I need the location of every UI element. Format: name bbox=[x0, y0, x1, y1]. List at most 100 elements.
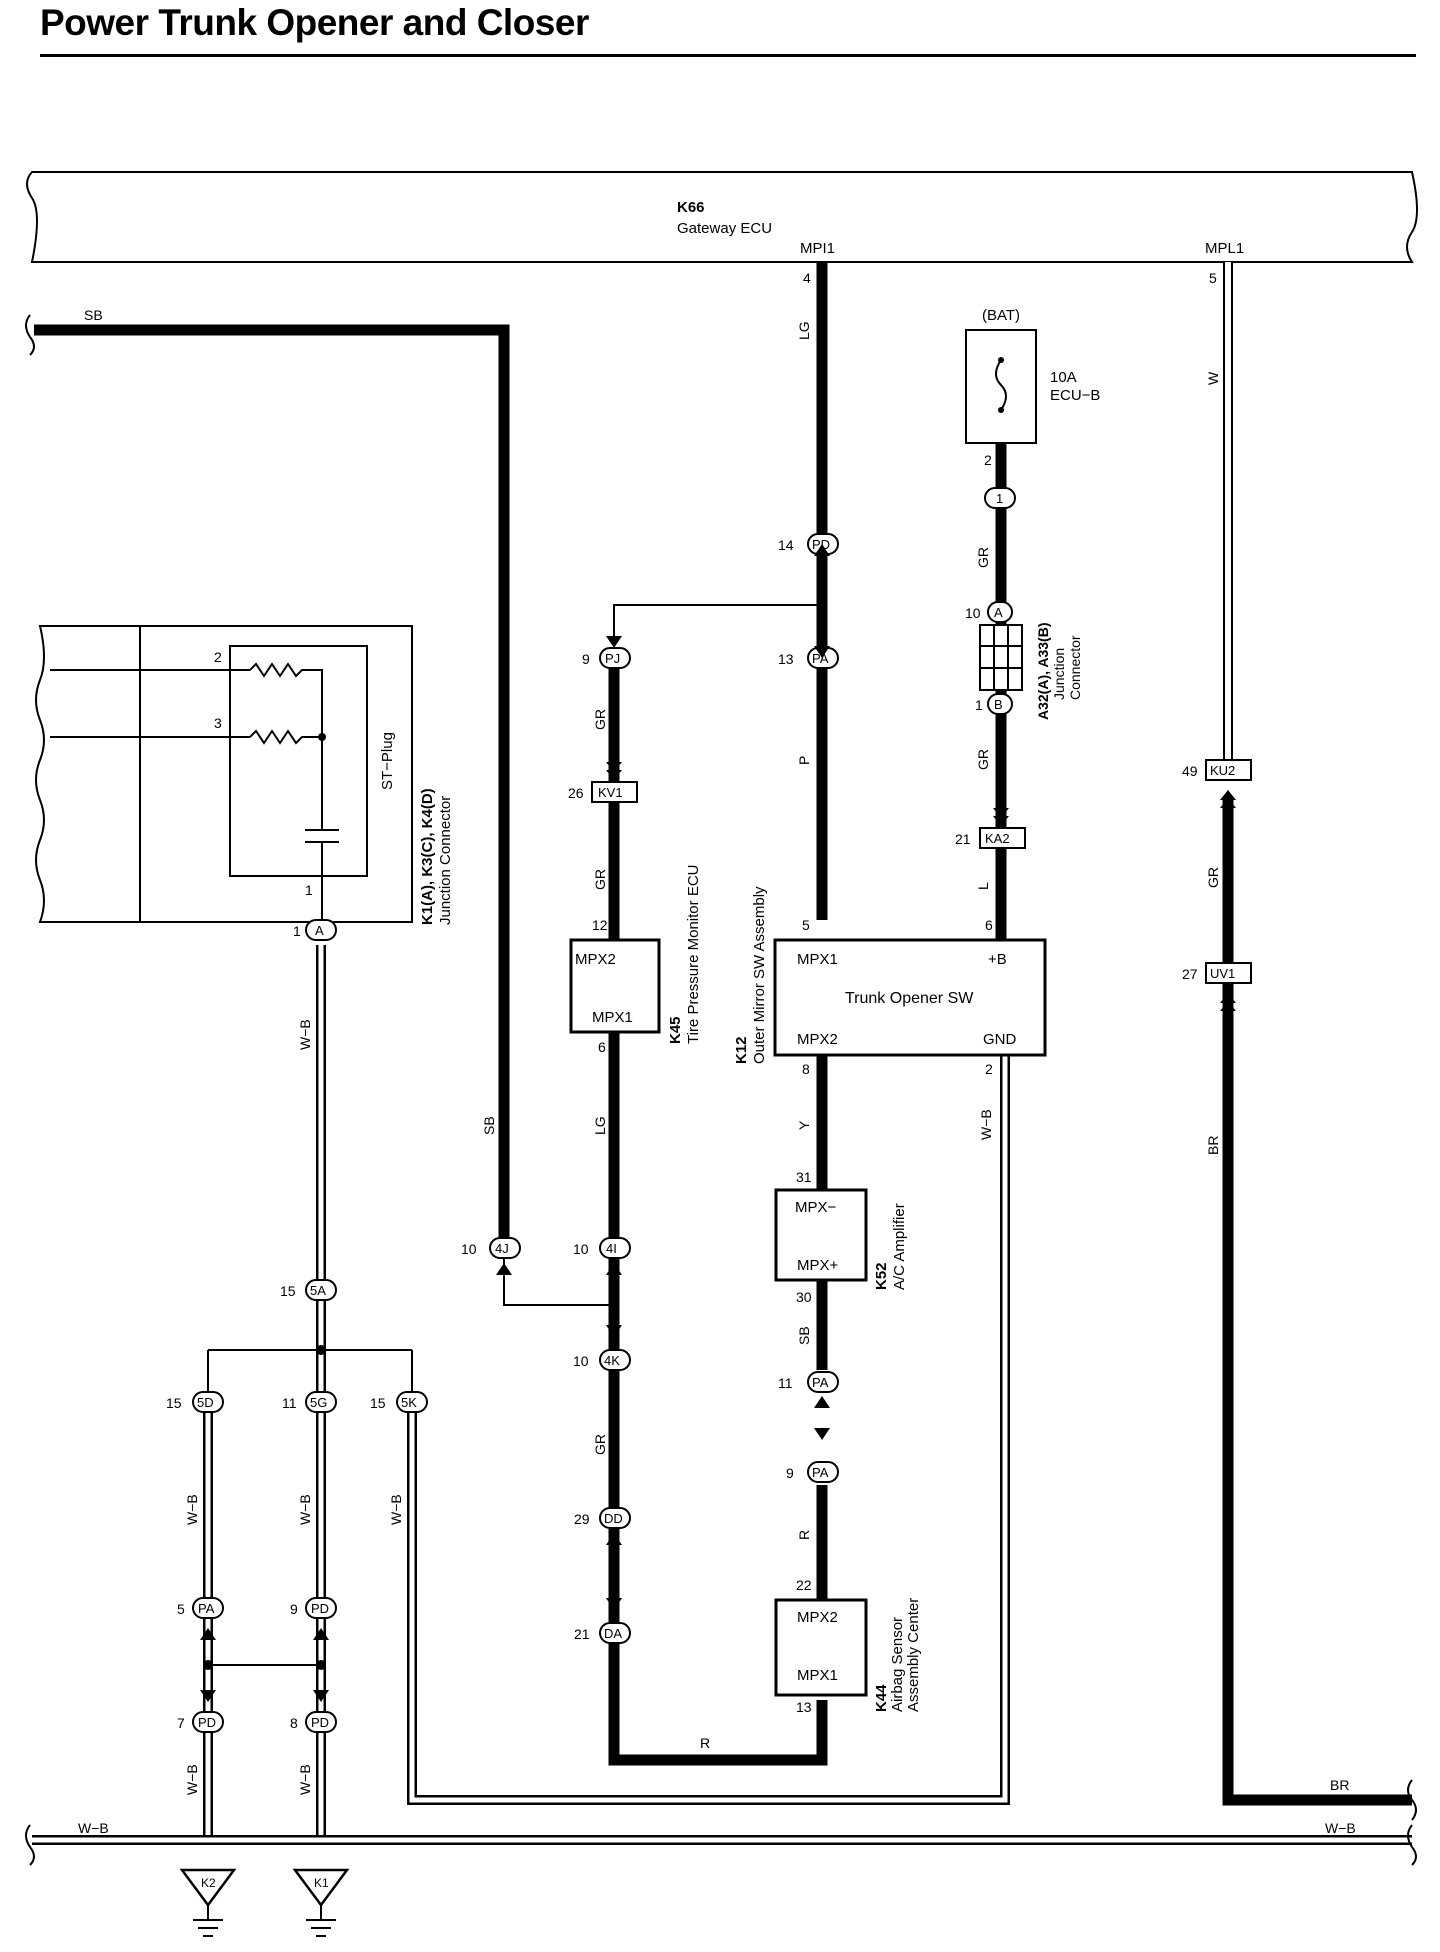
k44-pin-mpx2: MPX2 bbox=[797, 1609, 838, 1626]
junction-k1-name: Junction Connector bbox=[437, 796, 454, 925]
wire-label: W−B bbox=[78, 1820, 109, 1836]
ground-symbols bbox=[179, 1868, 350, 1937]
conn-pj: PJ bbox=[605, 651, 620, 666]
wire-label: GR bbox=[592, 869, 608, 890]
pin-label: 22 bbox=[796, 1577, 812, 1593]
pin-label: 14 bbox=[778, 537, 794, 553]
wire-label: SB bbox=[84, 307, 103, 323]
k44-name-line2: Assembly Center bbox=[905, 1598, 922, 1712]
fuse-source: (BAT) bbox=[982, 307, 1020, 324]
wire-label: SB bbox=[796, 1326, 812, 1345]
conn-pa: PA bbox=[812, 1375, 829, 1390]
pin-label: 11 bbox=[282, 1395, 297, 1411]
pin-label: 10 bbox=[965, 605, 981, 621]
pin-label: 31 bbox=[796, 1169, 812, 1185]
pin-label: 15 bbox=[370, 1395, 386, 1411]
pin-label: 8 bbox=[802, 1061, 810, 1077]
pin-label: 49 bbox=[1182, 763, 1198, 779]
conn-b: B bbox=[994, 697, 1003, 712]
wire-label: W−B bbox=[184, 1764, 200, 1795]
k12-pin-mpx2: MPX2 bbox=[797, 1031, 838, 1048]
fuse-name: ECU−B bbox=[1050, 387, 1100, 404]
arrow-glyphs bbox=[200, 544, 1236, 1702]
k45-pin-mpx2: MPX2 bbox=[575, 951, 616, 968]
wire-label: GR bbox=[1205, 867, 1221, 888]
bus-break-right bbox=[1407, 1779, 1417, 1821]
pin-label: 21 bbox=[574, 1626, 590, 1642]
conn-pd: PD bbox=[812, 537, 830, 552]
tap-4j bbox=[503, 1250, 614, 1306]
pin-label: 4 bbox=[803, 270, 811, 286]
pin-label: 12 bbox=[592, 917, 608, 933]
tap-5a bbox=[207, 1349, 413, 1400]
k45-code: K45 bbox=[667, 1016, 684, 1044]
k44-name-line1: Airbag Sensor bbox=[889, 1617, 906, 1712]
pin-label: 6 bbox=[985, 917, 993, 933]
conn-5d: 5D bbox=[197, 1395, 214, 1410]
k52-code: K52 bbox=[873, 1262, 890, 1290]
wire-sb bbox=[34, 324, 510, 1240]
wire-label: W bbox=[1205, 371, 1221, 385]
k52-pin-mpx-minus: MPX− bbox=[795, 1199, 837, 1216]
amplifier-k52 bbox=[774, 1188, 868, 1282]
wire-label: GR bbox=[592, 1434, 608, 1455]
k12-pin-gnd: GND bbox=[983, 1031, 1017, 1048]
pin-label: 9 bbox=[582, 651, 590, 667]
k12-pin-mpx1: MPX1 bbox=[797, 951, 838, 968]
pin-label: 2 bbox=[984, 452, 992, 468]
wire-label: LG bbox=[592, 1116, 608, 1135]
gateway-ecu bbox=[26, 171, 1418, 263]
pin-label: 8 bbox=[290, 1715, 298, 1731]
pin-label: 5 bbox=[802, 917, 810, 933]
conn-ka2: KA2 bbox=[985, 831, 1010, 846]
conn-pa: PA bbox=[812, 1465, 829, 1480]
wire-label: W−B bbox=[1325, 1820, 1356, 1836]
wire-label: R bbox=[700, 1735, 710, 1751]
junction-k1-code: K1(A), K3(C), K4(D) bbox=[419, 788, 436, 925]
pin-label: 21 bbox=[955, 831, 971, 847]
conn-a: A bbox=[994, 605, 1003, 620]
wire-wb-gnd bbox=[409, 1055, 1008, 1803]
gateway-pin-mpl1: MPL1 bbox=[1205, 240, 1244, 257]
pin-label: 9 bbox=[290, 1601, 298, 1617]
wire-r-loop bbox=[608, 1250, 828, 1766]
wire-label: W−B bbox=[297, 1019, 313, 1050]
wire-label: W−B bbox=[978, 1109, 994, 1140]
pin-label: 10 bbox=[573, 1241, 589, 1257]
conn-5g: 5G bbox=[310, 1395, 327, 1410]
wire-label: R bbox=[796, 1530, 812, 1540]
conn-4k: 4K bbox=[604, 1353, 620, 1368]
k12-code: K12 bbox=[733, 1036, 750, 1064]
conn-one: 1 bbox=[996, 491, 1003, 506]
pin-label: 2 bbox=[985, 1061, 993, 1077]
wire-label: L bbox=[975, 882, 991, 890]
wire-label: GR bbox=[975, 749, 991, 770]
pin-label: 10 bbox=[573, 1353, 589, 1369]
junction-a32-line2: Connector bbox=[1067, 635, 1083, 700]
bus-break-wb-right bbox=[1407, 1824, 1417, 1866]
junction-connector-k1 bbox=[35, 625, 413, 930]
pin-label: 1 bbox=[293, 923, 301, 939]
k45-name: Tire Pressure Monitor ECU bbox=[685, 865, 702, 1045]
conn-pa: PA bbox=[812, 651, 829, 666]
k45-pin-mpx1: MPX1 bbox=[592, 1009, 633, 1026]
wire-label: W−B bbox=[297, 1764, 313, 1795]
junction-a32-code: A32(A), A33(B) bbox=[1035, 623, 1051, 721]
pin-label: 15 bbox=[280, 1283, 296, 1299]
conn-4j: 4J bbox=[495, 1241, 509, 1256]
pin-label: 13 bbox=[796, 1699, 812, 1715]
k52-name: A/C Amplifier bbox=[891, 1203, 908, 1290]
k12-pin-b: +B bbox=[988, 951, 1007, 968]
wire-br bbox=[1222, 980, 1412, 1806]
wire-label: BR bbox=[1330, 1777, 1349, 1793]
pin-label: 6 bbox=[598, 1039, 606, 1055]
k44-code: K44 bbox=[873, 1684, 890, 1712]
pin-label: 1 bbox=[305, 882, 313, 898]
wire-network bbox=[32, 262, 1412, 1845]
ground-k1: K1 bbox=[314, 1876, 329, 1890]
wire-label: P bbox=[796, 756, 812, 765]
pin-label: 30 bbox=[796, 1289, 812, 1305]
wire-label: BR bbox=[1205, 1136, 1221, 1155]
junction-connector-a32 bbox=[979, 624, 1023, 691]
